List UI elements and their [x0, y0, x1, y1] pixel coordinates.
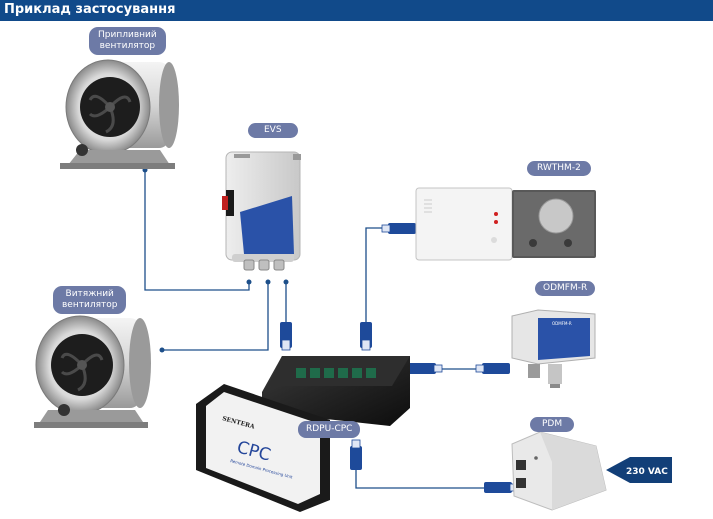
rwthm-label-text: RWTHM-2: [537, 163, 581, 173]
rj45-plug: [360, 322, 372, 351]
rj45-plug: [350, 439, 362, 470]
voltage-label: 230 VAC: [626, 467, 668, 477]
rj45-plug: [280, 322, 292, 351]
label-line: вентилятор: [62, 300, 118, 310]
odmfm-tag: ODMFM-R: [552, 321, 572, 326]
rwthm-2-sensor: [415, 187, 596, 261]
supply-fan-label: Припливний вентилятор: [89, 27, 166, 55]
rdpu-label-text: RDPU-CPC: [306, 424, 353, 434]
rj45-connectors: [280, 223, 519, 493]
page-title: Приклад застосування: [4, 2, 176, 17]
supply-fan: [60, 59, 179, 169]
rj45-plug: [408, 363, 443, 374]
odmfm-label: ODMFM-R: [535, 281, 596, 296]
odmfm-label-text: ODMFM-R: [543, 283, 588, 293]
label-line: Припливний: [98, 30, 157, 40]
pdm-unit: [511, 431, 607, 511]
pdm-label-text: PDM: [542, 419, 563, 429]
rj45-plug: [381, 223, 416, 234]
rdpu-hub: [262, 356, 410, 426]
rwthm-label: RWTHM-2: [527, 161, 591, 176]
wire-exhaust-fan: [162, 282, 269, 351]
evs-label: EVS: [248, 123, 298, 138]
wire-dot: [159, 347, 165, 353]
wire-dot: [246, 279, 252, 285]
evs-label-text: EVS: [264, 125, 282, 135]
pdm-label: PDM: [530, 417, 575, 432]
wire-dot: [283, 279, 289, 285]
evs-controller: [222, 151, 301, 271]
header-bar: Приклад застосування: [0, 0, 713, 21]
cpc-unit: SENTERA CPC Remote Domain Processing Uni…: [196, 384, 330, 512]
odmfm-r-sensor: ODMFM-R: [511, 309, 596, 388]
label-line: вентилятор: [99, 41, 156, 51]
exhaust-fan-label: Витяжний вентилятор: [53, 286, 127, 314]
label-line: Витяжний: [65, 289, 114, 299]
exhaust-fan: [34, 315, 151, 428]
rj45-plug: [475, 363, 510, 374]
voltage-arrow: 230 VAC: [606, 457, 672, 483]
wire-dot: [265, 279, 271, 285]
rj45-plug: [484, 482, 519, 493]
wire-pdm: [355, 440, 500, 489]
rdpu-label: RDPU-CPC: [298, 421, 361, 438]
wire-supply-fan: [144, 170, 250, 291]
